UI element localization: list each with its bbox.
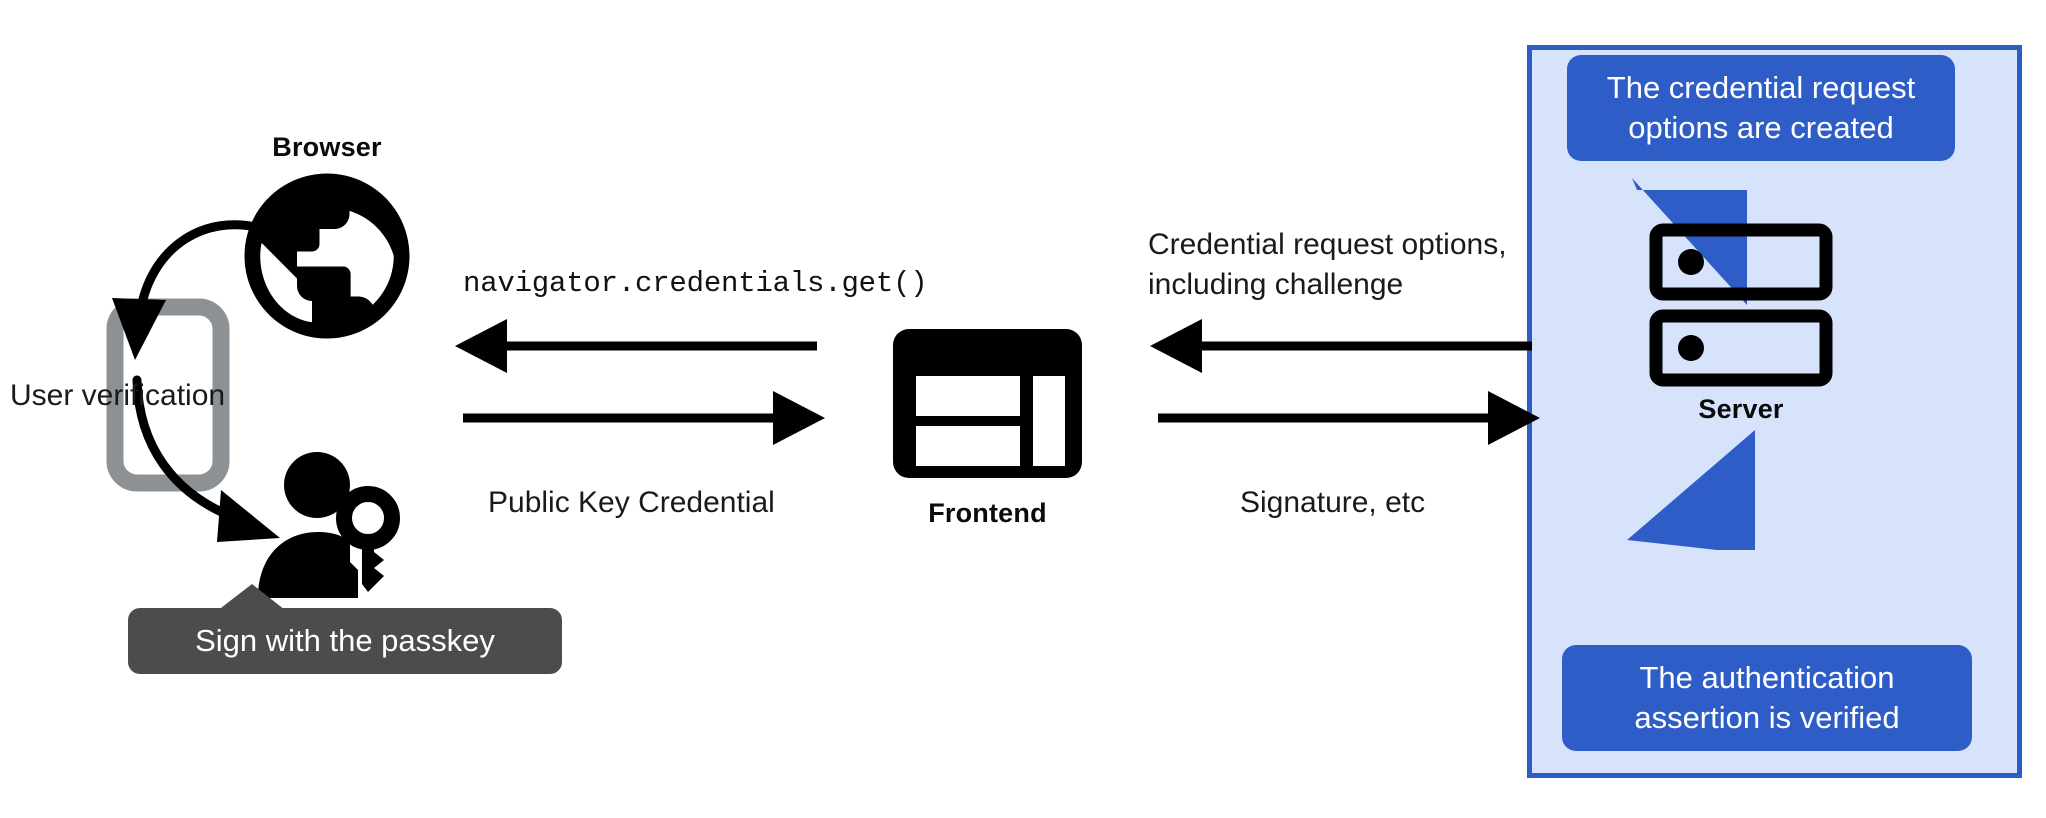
flow-label-credential-request-options: Credential request options, including ch… [1148, 228, 1507, 301]
arrow-to-user-head [217, 490, 280, 542]
frontend-label: Frontend [928, 498, 1047, 528]
flow-label-navigator-credentials-get: navigator.credentials.get() [463, 267, 928, 300]
arrow-to-user-path [132, 375, 233, 520]
flow-arrows-server [1150, 319, 1540, 445]
arrow-to-phone-head [112, 298, 166, 360]
callout-tails [1627, 178, 1755, 550]
callout-options-created: The credential request options are creat… [1567, 55, 1955, 161]
flow-arrows-browser [455, 319, 825, 445]
globe-icon [244, 173, 410, 339]
arrow-to-phone-path [136, 220, 265, 313]
passkey-tooltip: Sign with the passkey [128, 608, 562, 674]
user-verification-label: User verification [10, 379, 226, 412]
user-verification-arrows [112, 220, 280, 542]
flow-label-public-key-credential: Public Key Credential [488, 486, 775, 519]
server-rack-icon [1649, 223, 1833, 387]
server-label: Server [1698, 394, 1784, 424]
callout-tail-top [1632, 178, 1747, 305]
callout-assertion-verified: The authentication assertion is verified [1562, 645, 1972, 751]
callout-tail-bottom [1627, 430, 1755, 550]
browser-label: Browser [272, 132, 382, 162]
person-with-key-icon [258, 452, 400, 598]
flow-label-signature-etc: Signature, etc [1240, 486, 1426, 519]
web-layout-icon [893, 329, 1082, 478]
